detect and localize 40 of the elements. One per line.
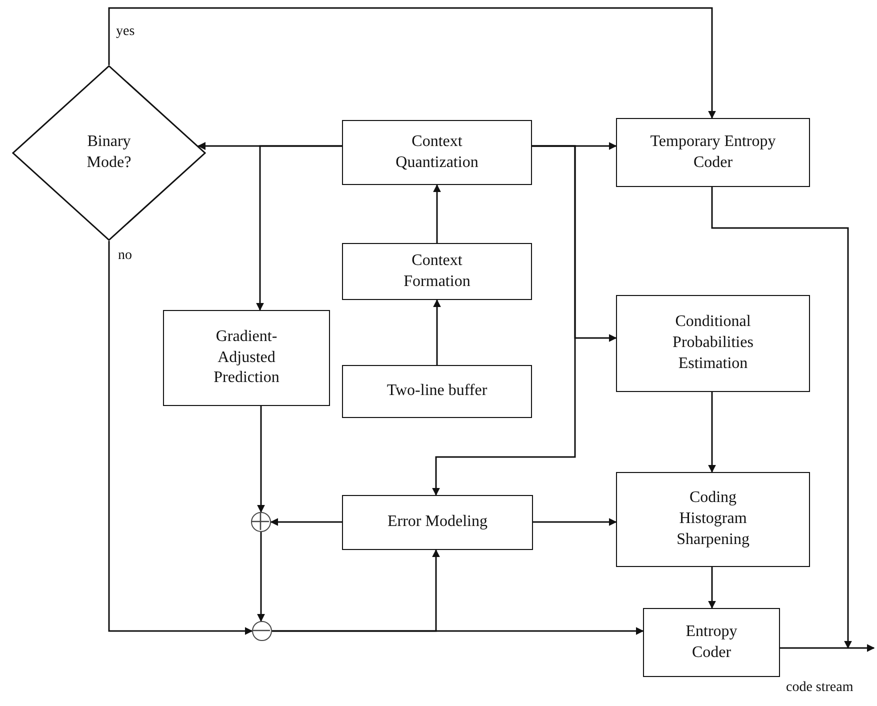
arrow <box>432 145 576 496</box>
arrow <box>256 145 342 311</box>
arrow <box>433 299 441 365</box>
arrow <box>257 532 265 622</box>
node-label: Error Modeling <box>388 512 488 532</box>
node-label: Coding Histogram Sharpening <box>676 488 750 550</box>
node-label: Two-line buffer <box>386 381 488 402</box>
process-box <box>163 310 330 406</box>
process-box <box>616 295 810 392</box>
arrow <box>108 241 253 635</box>
summing-junction <box>251 512 271 532</box>
node-label: Binary Mode? <box>86 132 132 173</box>
process-box <box>616 118 810 187</box>
arrow <box>108 7 716 119</box>
process-box <box>342 365 532 418</box>
process-box <box>342 495 533 550</box>
arrow <box>711 187 852 649</box>
node-label: Gradient- Adjusted Prediction <box>212 326 280 388</box>
arrow <box>708 392 716 473</box>
edge-label: yes <box>116 24 135 40</box>
arrow <box>533 518 617 526</box>
arrow <box>433 184 441 243</box>
edge-label: no <box>118 248 132 264</box>
arrow <box>257 406 265 513</box>
arrow <box>780 644 875 652</box>
process-box <box>643 608 780 677</box>
node-label: Context Quantization <box>394 132 480 172</box>
node-label: Temporary Entropy Coder <box>649 132 777 172</box>
arrow <box>272 549 440 632</box>
arrow <box>270 518 342 526</box>
process-box <box>342 120 532 185</box>
output-label: code stream <box>786 680 854 696</box>
process-box <box>342 243 532 300</box>
node-label: Entropy Coder <box>684 622 738 662</box>
node-label: Context Formation <box>402 250 472 292</box>
decision-diamond <box>12 65 206 241</box>
node-label: Conditional Probabilities Estimation <box>672 312 754 374</box>
summing-junction <box>252 621 272 641</box>
process-box <box>616 472 810 567</box>
arrow <box>708 567 716 609</box>
